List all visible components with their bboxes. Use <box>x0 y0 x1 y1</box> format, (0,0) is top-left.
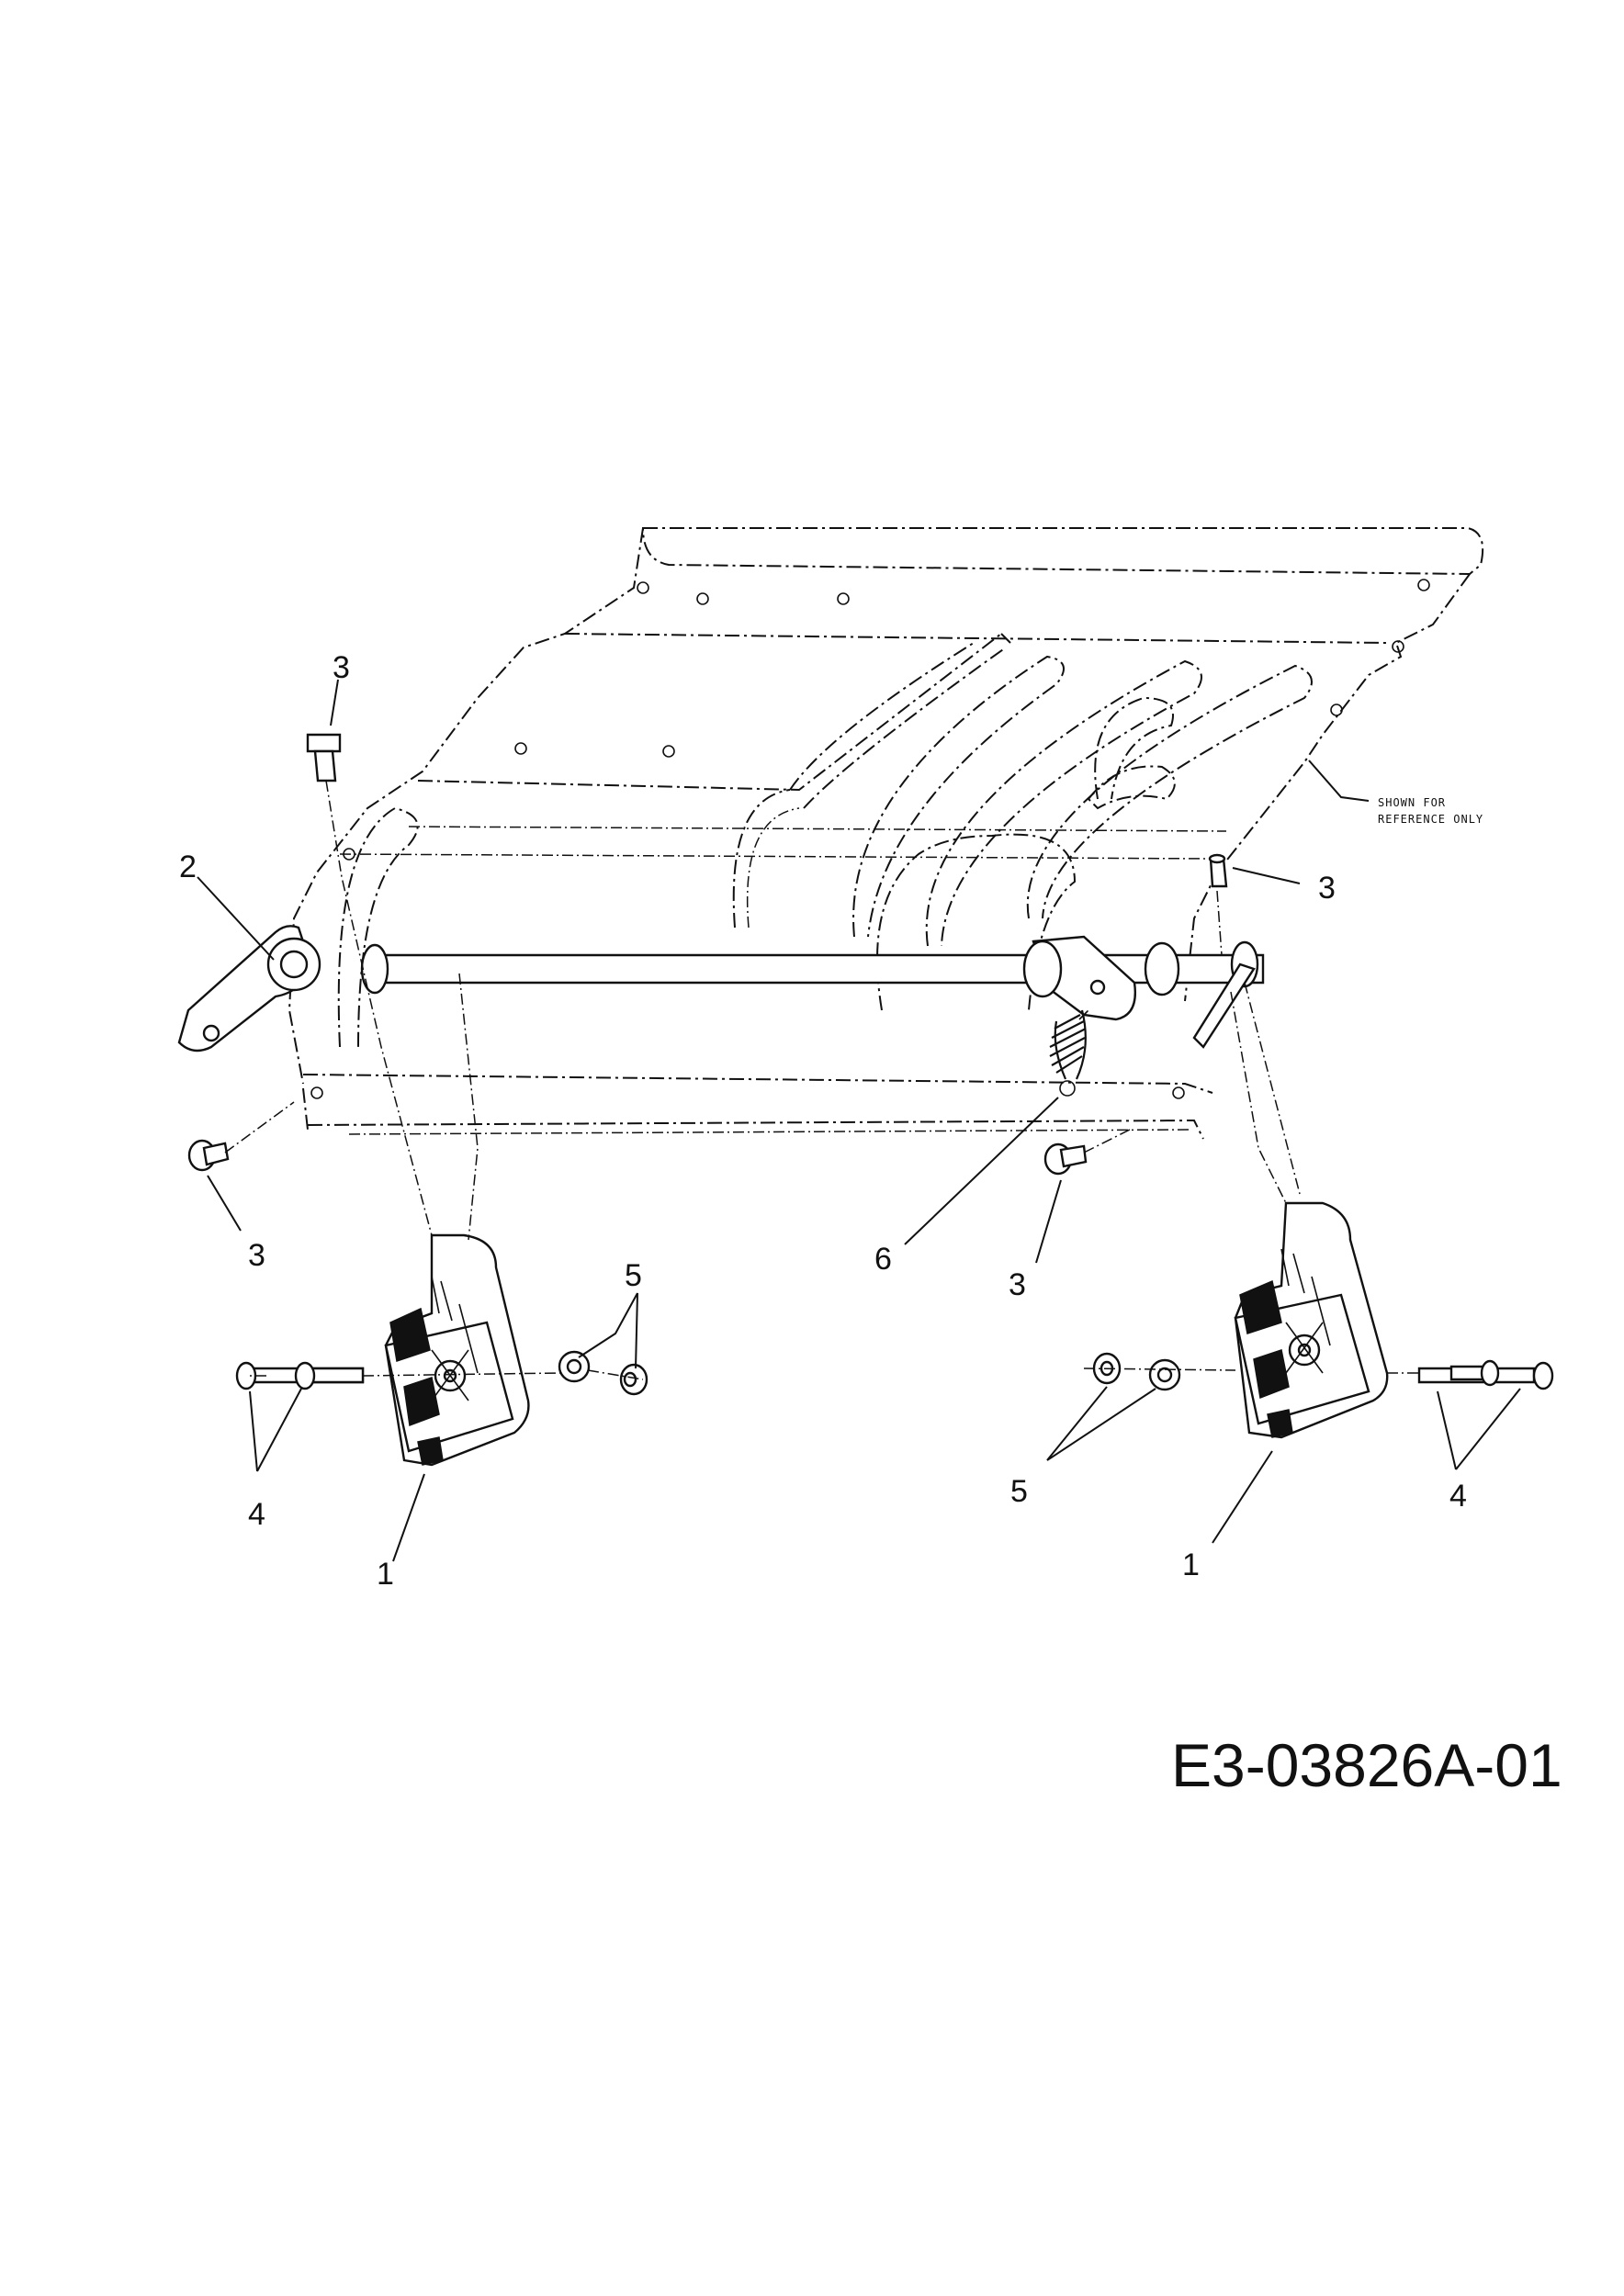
leader-lines <box>197 679 1521 1562</box>
rod-assembly <box>177 925 1265 1097</box>
callout-3-right: 3 <box>1318 871 1336 906</box>
reference-note-line2: REFERENCE ONLY <box>1378 813 1483 826</box>
callout-6: 6 <box>874 1242 892 1277</box>
callout-4-right: 4 <box>1449 1479 1467 1514</box>
callout-3-top: 3 <box>333 650 350 685</box>
callout-5-right: 5 <box>1010 1474 1028 1509</box>
reference-note-line1: SHOWN FOR <box>1378 796 1446 809</box>
callout-1-left: 1 <box>377 1557 394 1592</box>
spring <box>1049 1009 1088 1097</box>
assembly-centerlines <box>224 780 1419 1380</box>
figure-id: E3-03826A-01 <box>1171 1731 1562 1799</box>
reference-note-leader <box>1308 760 1370 802</box>
callout-3-mid-low: 3 <box>1009 1267 1026 1302</box>
left-bracket <box>384 1233 530 1467</box>
callout-4-left: 4 <box>248 1497 265 1532</box>
callout-1-right: 1 <box>1182 1548 1200 1582</box>
callout-3-left-low: 3 <box>248 1238 265 1273</box>
callout-2: 2 <box>179 850 197 884</box>
callouts: 3 2 3 3 6 3 5 4 1 5 4 1 <box>179 650 1467 1592</box>
right-bracket <box>1234 1201 1389 1439</box>
reference-deck <box>288 527 1484 1140</box>
callout-5-left: 5 <box>625 1258 642 1293</box>
